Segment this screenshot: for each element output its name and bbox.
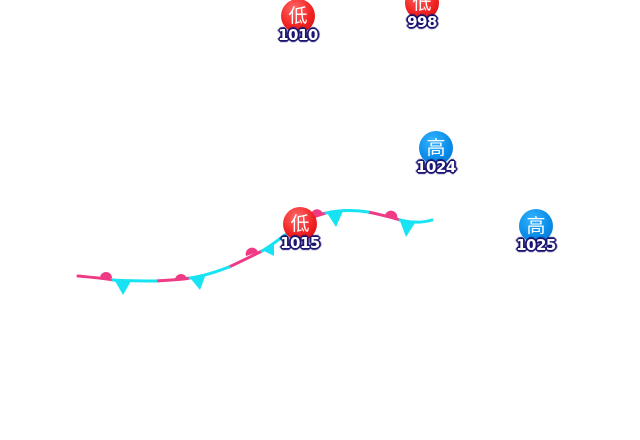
low-pressure-icon: 低 (405, 0, 439, 20)
high-pressure-center: 高 1024 (416, 131, 456, 179)
low-pressure-center: 低 1010 (278, 0, 318, 47)
pressure-value: 1025 (516, 236, 556, 254)
low-pressure-icon: 低 (281, 0, 315, 33)
pressure-value: 1024 (416, 158, 456, 176)
low-pressure-icon: 低 (283, 207, 317, 241)
pressure-value: 1010 (278, 26, 318, 44)
high-pressure-icon: 高 (419, 131, 453, 165)
low-pressure-center: 低 998 (402, 0, 442, 34)
pressure-value: 1015 (280, 234, 320, 252)
high-pressure-center: 高 1025 (516, 209, 556, 257)
low-pressure-center: 低 1015 (280, 207, 320, 255)
high-pressure-icon: 高 (519, 209, 553, 243)
pressure-value: 998 (407, 13, 437, 31)
